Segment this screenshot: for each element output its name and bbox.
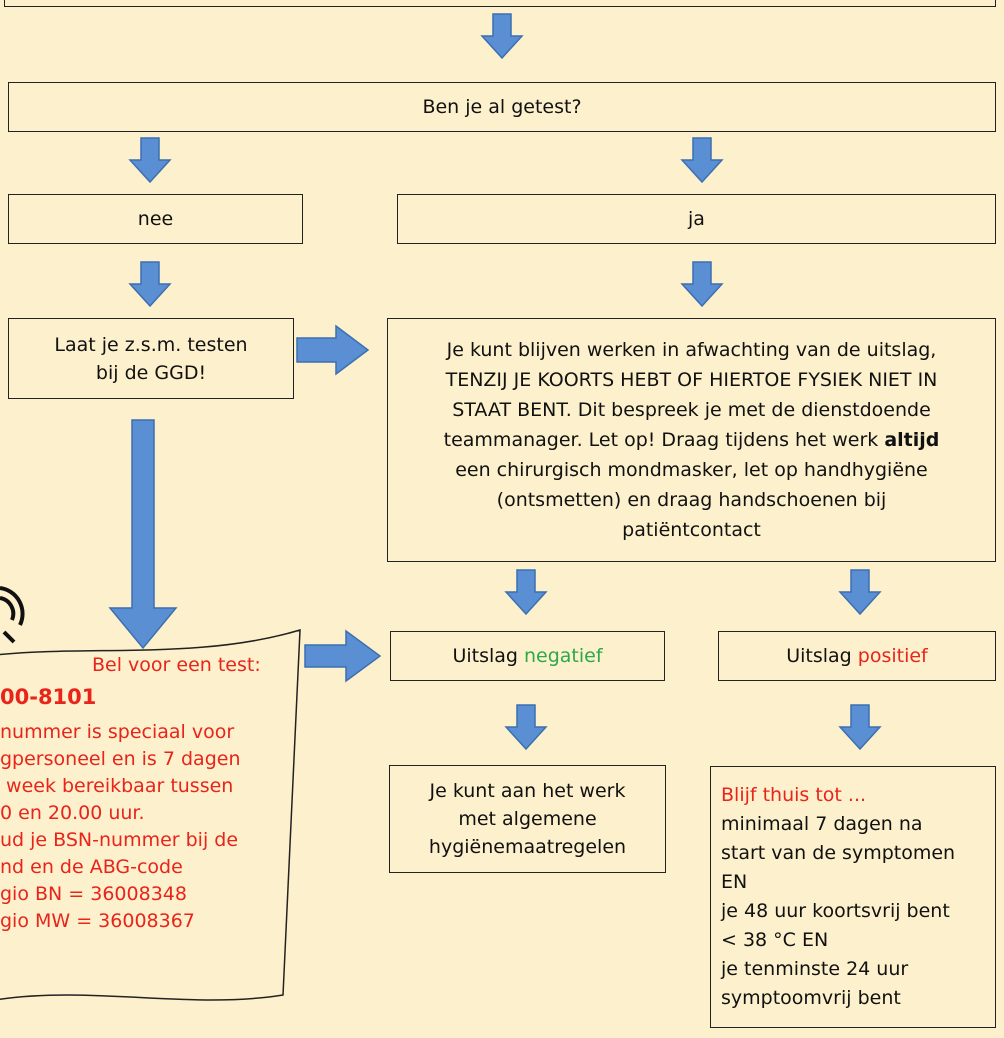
arrow-down-icon bbox=[681, 137, 723, 183]
arrow-down-icon bbox=[505, 569, 547, 615]
keep-working-line: TENZIJ JE KOORTS HEBT OF HIERTOE FYSIEK … bbox=[445, 369, 938, 391]
answer-yes-box: ja bbox=[397, 194, 996, 244]
keep-working-line: (ontsmetten) en draag handschoenen bij bbox=[496, 489, 887, 511]
positive-outcome-line: symptoomvrij bent bbox=[721, 987, 901, 1009]
result-positive-text: Uitslag positief bbox=[786, 645, 928, 667]
call-note-line: week bereikbaar tussen bbox=[0, 775, 234, 797]
top-box bbox=[4, 0, 996, 7]
get-tested-box: Laat je z.s.m. testen bij de GGD! bbox=[8, 318, 294, 399]
answer-no-text: nee bbox=[137, 208, 174, 230]
arrow-down-icon bbox=[681, 261, 723, 307]
call-note-line: gio BN = 36008348 bbox=[0, 883, 187, 905]
call-note-line: nd en de ABG-code bbox=[0, 856, 183, 878]
negative-outcome-line: met algemene bbox=[458, 808, 597, 830]
question-box: Ben je al getest? bbox=[8, 82, 996, 132]
long-arrow-down-icon bbox=[108, 419, 178, 650]
answer-yes-text: ja bbox=[688, 208, 705, 230]
phone-icon bbox=[0, 586, 25, 626]
keep-working-line: een chirurgisch mondmasker, let op handh… bbox=[455, 459, 928, 481]
call-note-title: Bel voor een test: bbox=[92, 654, 261, 676]
keep-working-bold: altijd bbox=[884, 429, 940, 451]
negative-outcome-line: hygiënemaatregelen bbox=[428, 836, 627, 858]
get-tested-line1: Laat je z.s.m. testen bbox=[54, 333, 248, 356]
keep-working-line: patiëntcontact bbox=[622, 519, 761, 541]
keep-working-box: Je kunt blijven werken in afwachting van… bbox=[387, 318, 996, 562]
negative-word: negatief bbox=[524, 645, 603, 667]
arrow-right-icon bbox=[296, 324, 370, 376]
result-negative-text: Uitslag negatief bbox=[452, 645, 603, 667]
arrow-right-icon bbox=[304, 629, 382, 683]
keep-working-line: Je kunt blijven werken in afwachting van… bbox=[446, 339, 937, 361]
call-note-line: 0 en 20.00 uur. bbox=[0, 802, 145, 824]
question-text: Ben je al getest? bbox=[422, 96, 582, 118]
result-negative-box: Uitslag negatief bbox=[390, 631, 665, 681]
positive-outcome-line: < 38 °C EN bbox=[721, 929, 829, 951]
call-note-line: gio MW = 36008367 bbox=[0, 910, 195, 932]
arrow-down-icon bbox=[839, 704, 881, 750]
result-positive-box: Uitslag positief bbox=[718, 631, 996, 681]
positive-outcome-line: start van de symptomen bbox=[721, 842, 956, 864]
call-note-line: nummer is speciaal voor bbox=[0, 721, 235, 743]
positive-outcome-line: EN bbox=[721, 871, 748, 893]
arrow-down-icon bbox=[505, 704, 547, 750]
keep-working-line: STAAT BENT. Dit bespreek je met de diens… bbox=[452, 399, 931, 421]
note-shape bbox=[0, 628, 301, 1001]
get-tested-line2: bij de GGD! bbox=[95, 361, 207, 384]
call-note-number: 00-8101 bbox=[0, 685, 97, 709]
positive-outcome-line: minimaal 7 dagen na bbox=[721, 813, 923, 835]
negative-outcome-box: Je kunt aan het werk met algemene hygiën… bbox=[389, 765, 666, 873]
positive-outcome-line: je 48 uur koortsvrij bent bbox=[721, 900, 950, 922]
positive-outcome-box: Blijf thuis tot ... minimaal 7 dagen na … bbox=[710, 766, 996, 1028]
call-note-line: ud je BSN-nummer bij de bbox=[0, 829, 239, 851]
arrow-down-icon bbox=[129, 137, 171, 183]
answer-no-box: nee bbox=[8, 194, 303, 244]
negative-outcome-line: Je kunt aan het werk bbox=[429, 780, 626, 802]
keep-working-line: teammanager. Let op! Draag tijdens het w… bbox=[443, 429, 940, 451]
arrow-down-icon bbox=[481, 13, 523, 59]
call-note-line: gpersoneel en is 7 dagen bbox=[0, 748, 241, 770]
positive-word: positief bbox=[857, 645, 928, 667]
positive-outcome-line: je tenminste 24 uur bbox=[721, 958, 909, 980]
arrow-down-icon bbox=[839, 569, 881, 615]
positive-outcome-heading: Blijf thuis tot ... bbox=[721, 784, 867, 806]
arrow-down-icon bbox=[129, 261, 171, 307]
